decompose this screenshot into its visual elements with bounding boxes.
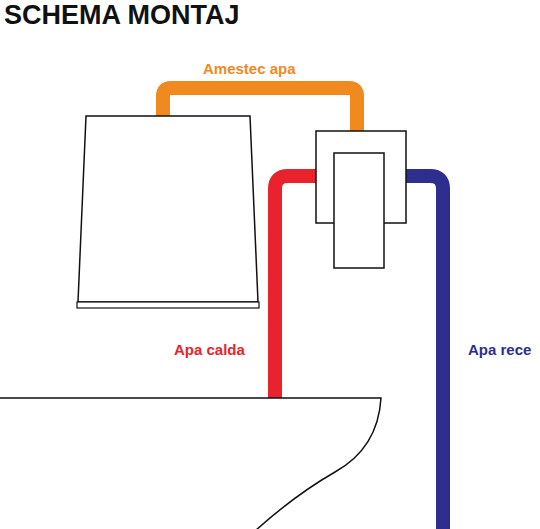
- sink: [0, 398, 381, 529]
- heater-base: [77, 302, 259, 308]
- pipe-label: Apa calda: [174, 341, 245, 358]
- pipe-label: Apa rece: [468, 341, 531, 358]
- hot-water-pipe: [275, 176, 318, 400]
- cold-water-pipe: [404, 176, 443, 529]
- heater-body: [78, 116, 258, 302]
- diagram-title: SCHEMA MONTAJ: [4, 0, 240, 31]
- mixer-valve: [334, 153, 384, 268]
- pipe-label: Amestec apa: [203, 60, 296, 77]
